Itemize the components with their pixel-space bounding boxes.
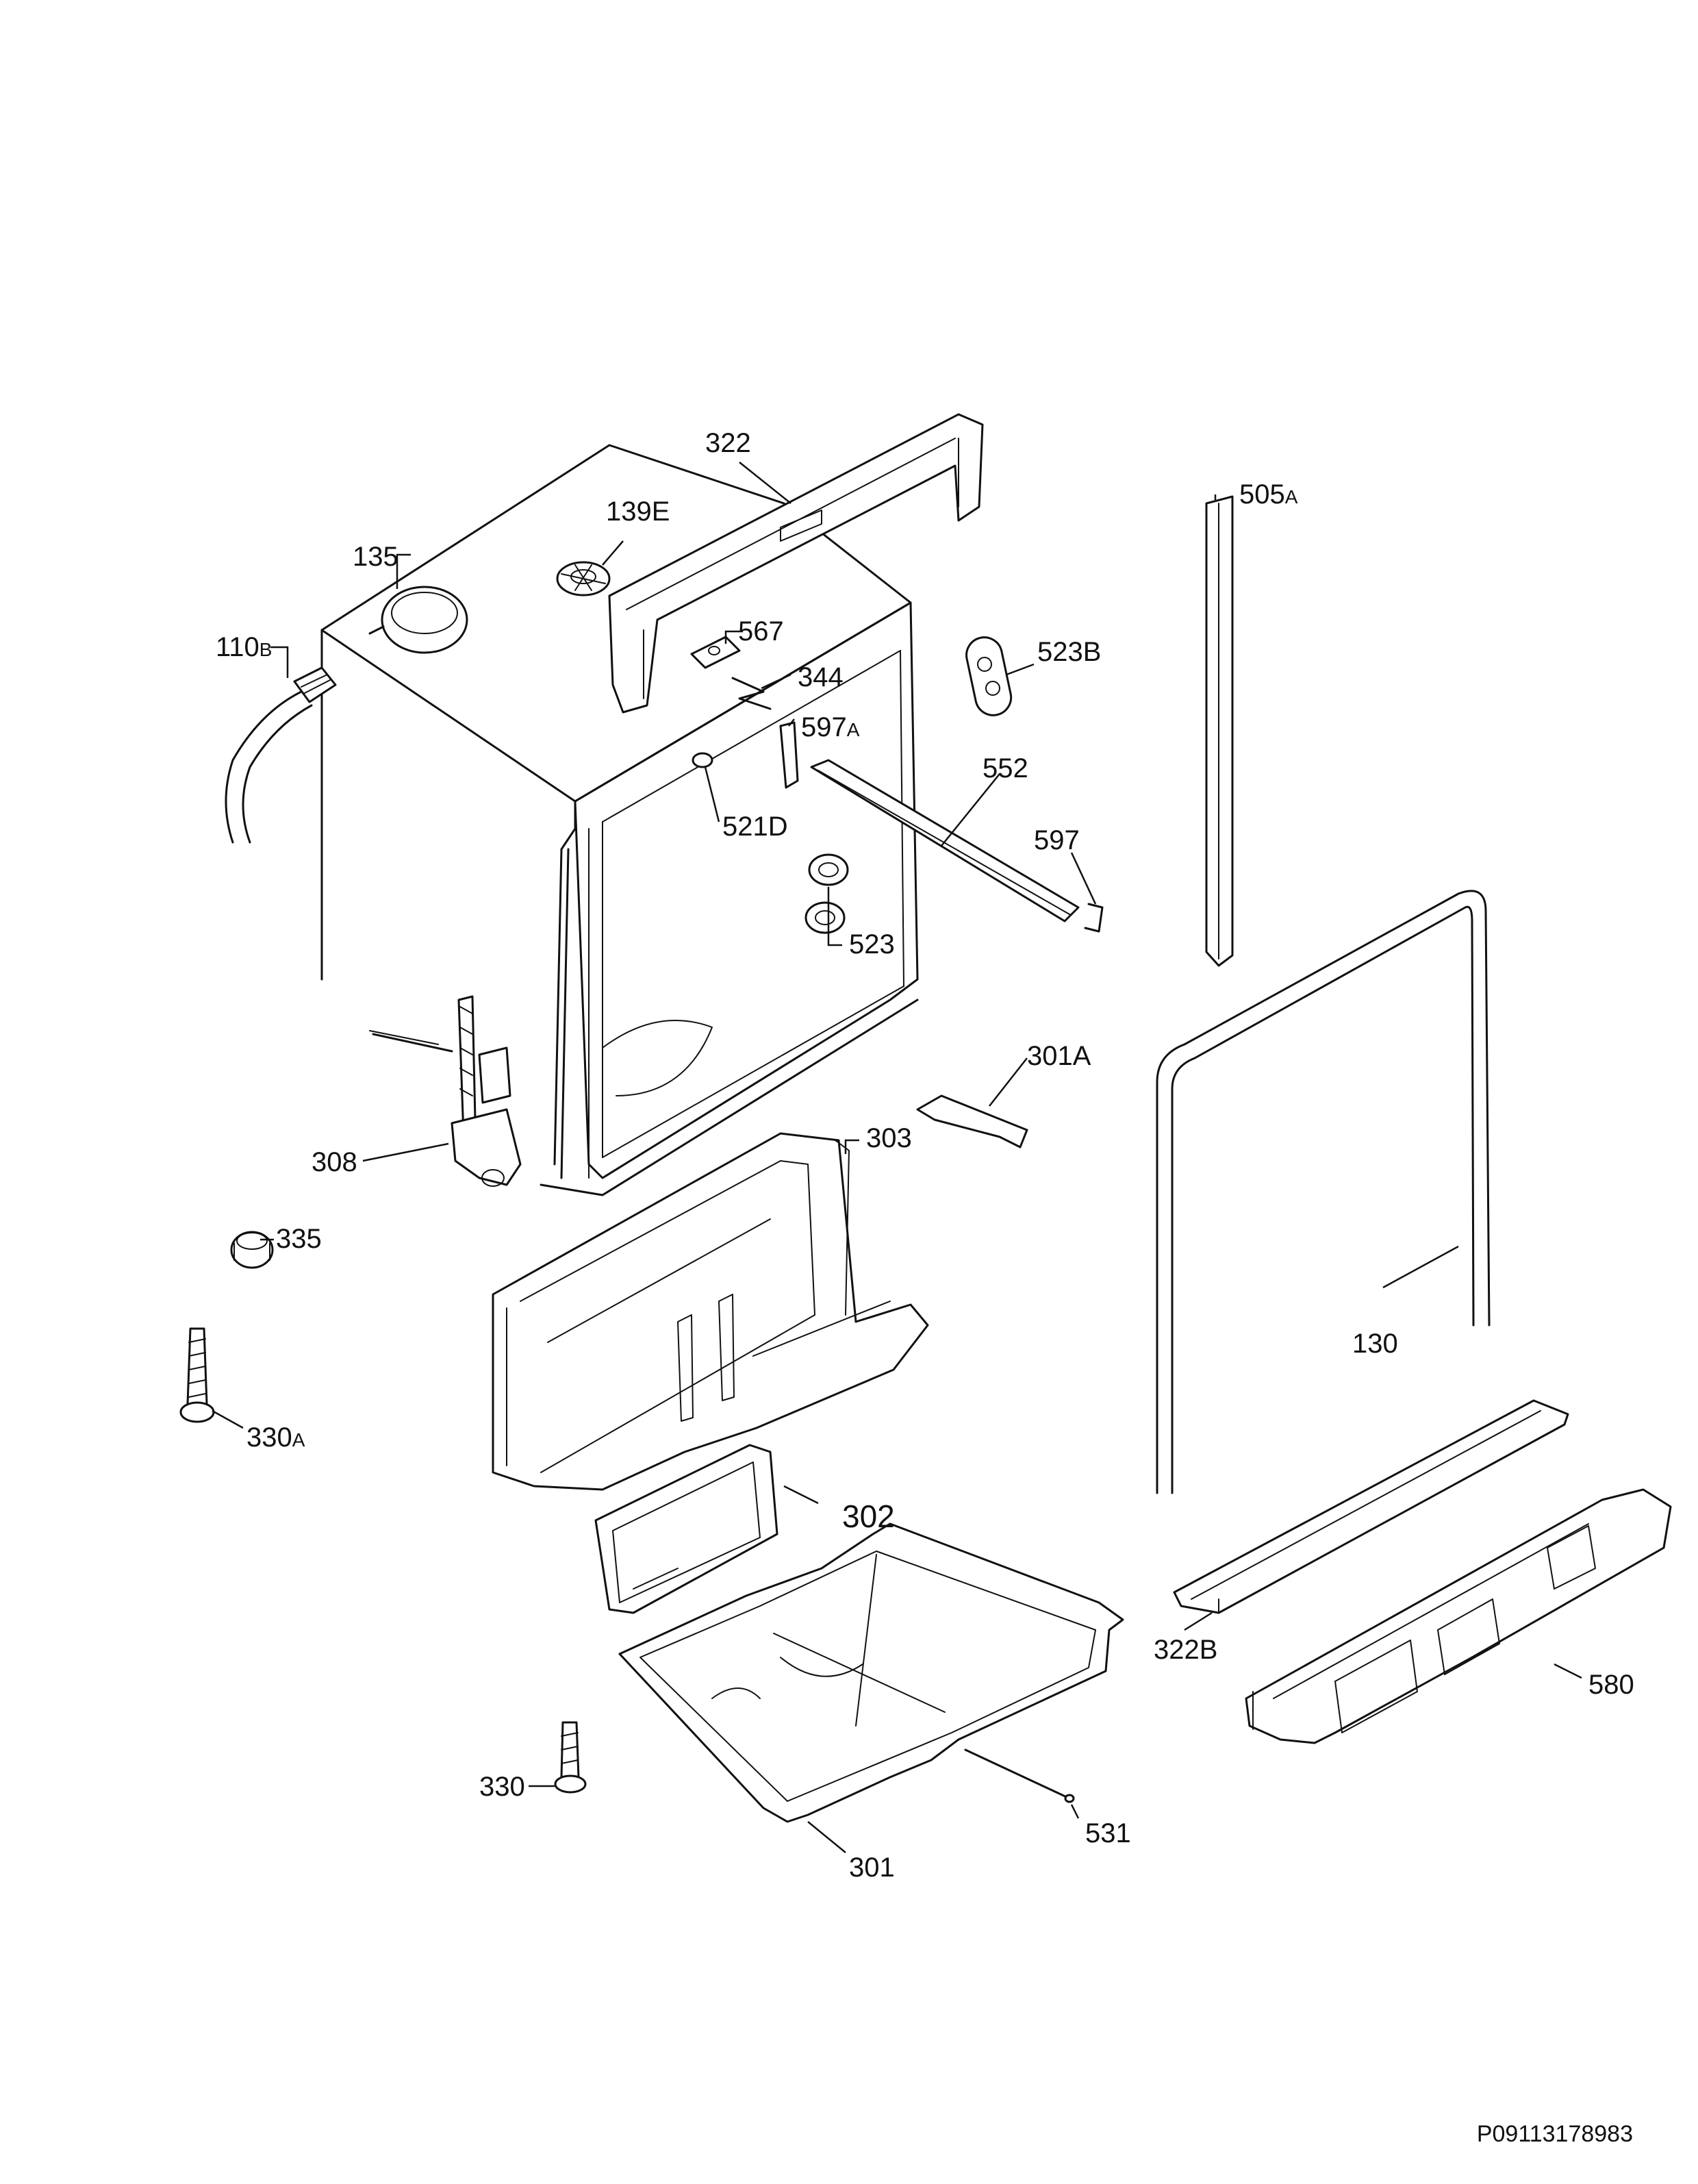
label-303: 303 <box>866 1123 912 1153</box>
label-552: 552 <box>983 753 1028 783</box>
door-seal-130 <box>1156 890 1491 1494</box>
label-301a: 301A <box>1027 1041 1091 1071</box>
label-521d: 521D <box>722 812 788 842</box>
label-597a: 597A <box>801 712 860 742</box>
label-531: 531 <box>1085 1818 1131 1848</box>
label-308: 308 <box>312 1147 357 1177</box>
screw-330 <box>554 1721 587 1794</box>
label-335: 335 <box>276 1224 322 1254</box>
label-597: 597 <box>1034 825 1080 855</box>
label-139e: 139E <box>606 497 670 527</box>
label-523b: 523B <box>1037 637 1101 667</box>
label-301: 301 <box>849 1853 895 1883</box>
nut-521d <box>692 752 713 768</box>
label-567: 567 <box>738 616 784 647</box>
clip-597 <box>1084 903 1104 933</box>
label-135: 135 <box>353 542 398 572</box>
tub-cabinet <box>320 444 919 1196</box>
label-523: 523 <box>849 929 895 959</box>
label-330: 330 <box>479 1772 525 1802</box>
kick-panel-580 <box>1245 1488 1672 1744</box>
callout-labels: 322 139E 135 505A 110B 567 344 523B 597A… <box>216 428 1634 1883</box>
base-frame-303 <box>492 1132 929 1491</box>
label-505a: 505A <box>1239 479 1298 510</box>
clip-567 <box>690 636 741 669</box>
lower-rail-322b <box>1173 1399 1569 1614</box>
latch-597a <box>779 721 799 789</box>
rod-531 <box>964 1748 1075 1803</box>
connectors-523 <box>804 853 849 934</box>
top-rail-322 <box>608 413 984 714</box>
bracket-301a <box>916 1094 1028 1149</box>
knob-139e <box>556 561 611 597</box>
hose-110b <box>225 666 337 844</box>
label-344: 344 <box>798 662 844 692</box>
screw-330a <box>179 1327 215 1423</box>
reference-code: P09113178983 <box>1477 2121 1633 2147</box>
nut-335 <box>230 1231 274 1269</box>
grommet-523b <box>965 636 1013 716</box>
label-580: 580 <box>1588 1670 1634 1700</box>
frame-302 <box>594 1444 778 1614</box>
hinge-308 <box>451 995 522 1187</box>
label-322b: 322B <box>1154 1635 1217 1665</box>
base-pan-301 <box>618 1522 1124 1823</box>
label-330a: 330A <box>246 1422 305 1453</box>
salt-container-135 <box>368 586 468 654</box>
strip-505a <box>1205 495 1234 967</box>
leader-lines <box>212 462 1582 1853</box>
label-130: 130 <box>1352 1329 1398 1359</box>
label-322: 322 <box>705 428 751 458</box>
clip-344 <box>731 677 772 710</box>
label-302: 302 <box>842 1498 895 1534</box>
label-110b: 110B <box>216 632 272 662</box>
